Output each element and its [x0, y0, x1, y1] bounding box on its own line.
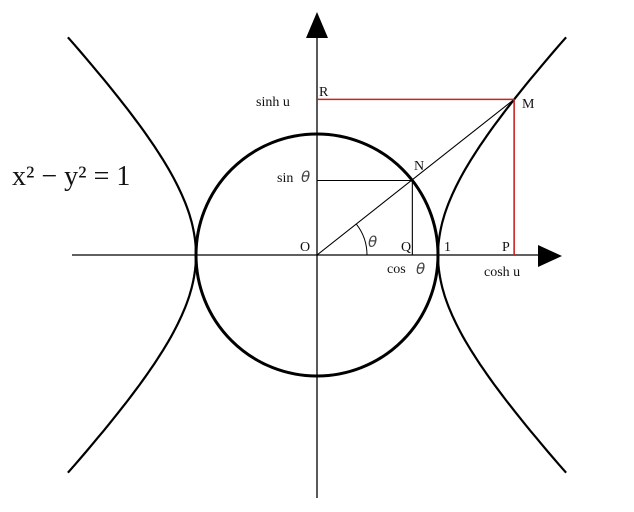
label-sinh-u: sinh u	[256, 95, 290, 110]
label-n: N	[414, 159, 424, 174]
hyperbola-equation: x² − y² = 1	[12, 161, 130, 192]
label-m: M	[522, 97, 535, 112]
label-cosh-u: cosh u	[484, 265, 520, 280]
y-axis-arrow-icon	[306, 12, 328, 38]
label-sin-theta: θ	[301, 168, 310, 186]
label-angle-theta: θ	[368, 233, 377, 251]
ray-om	[316, 98, 515, 256]
label-cos: cos	[387, 262, 406, 277]
label-r: R	[319, 85, 329, 100]
x-axis-arrow-icon	[538, 245, 562, 267]
angle-arc	[356, 223, 368, 256]
label-one: 1	[444, 240, 451, 255]
label-p: P	[502, 240, 510, 255]
label-cos-theta: θ	[416, 260, 425, 278]
label-q: Q	[401, 240, 411, 255]
label-sin: sin	[277, 171, 293, 186]
hyperbola-left-branch	[67, 36, 198, 474]
hyperbola-right-branch	[436, 36, 567, 474]
label-o: O	[300, 240, 310, 255]
